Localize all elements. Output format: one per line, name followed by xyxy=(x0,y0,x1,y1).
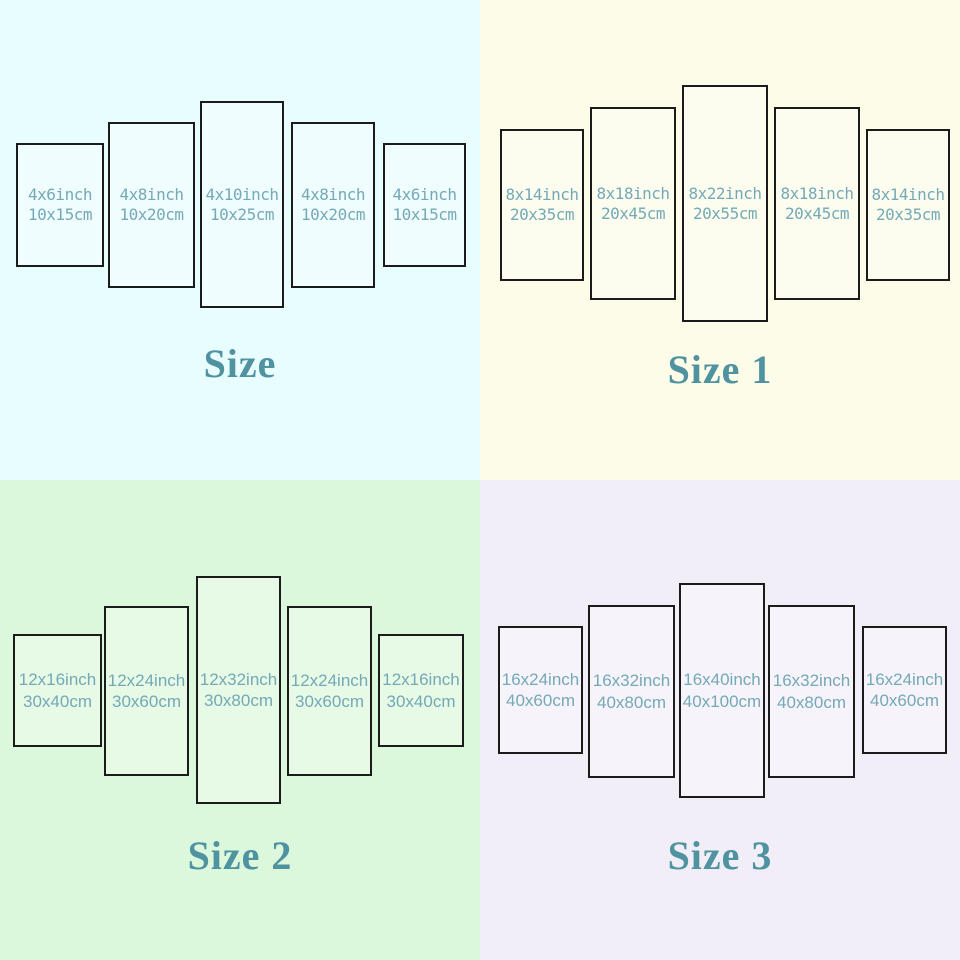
panel-size-cm: 10x25cm xyxy=(210,204,274,224)
panel-size-inch: 16x32inch xyxy=(592,671,671,691)
canvas-panel: 12x32inch 30x80cm xyxy=(196,576,281,804)
canvas-panel: 16x24inch 40x60cm xyxy=(862,626,947,754)
canvas-panel: 4x8inch 10x20cm xyxy=(291,122,375,288)
panel-size-cm: 20x55cm xyxy=(693,203,757,223)
panel-size-cm: 20x45cm xyxy=(785,203,849,223)
canvas-panel: 4x8inch 10x20cm xyxy=(108,122,195,288)
quadrant-title: Size 1 xyxy=(667,347,773,392)
panel-size-label: 4x10inch 10x25cm xyxy=(205,184,279,225)
canvas-panel: 8x14inch 20x35cm xyxy=(500,129,584,281)
panel-size-inch: 12x32inch xyxy=(199,669,278,689)
canvas-panel: 8x22inch 20x55cm xyxy=(682,85,768,322)
panel-size-cm: 20x35cm xyxy=(876,205,940,224)
panel-size-cm: 30x80cm xyxy=(204,691,273,710)
canvas-panel: 8x18inch 20x45cm xyxy=(774,107,860,300)
panel-size-inch: 4x6inch xyxy=(28,185,92,204)
panel-size-label: 8x14inch 20x35cm xyxy=(505,185,579,225)
panel-size-inch: 16x40inch xyxy=(683,670,761,690)
panel-size-cm: 40x100cm xyxy=(682,691,762,711)
panel-size-inch: 4x8inch xyxy=(301,185,365,204)
canvas-panel: 4x6inch 10x15cm xyxy=(383,143,466,267)
quadrant-size-1: 8x14inch 20x35cm 8x18inch 20x45cm 8x22in… xyxy=(480,0,960,480)
panel-size-label: 12x32inch 30x80cm xyxy=(200,669,278,712)
panel-size-inch: 4x8inch xyxy=(119,185,184,204)
canvas-panel: 16x24inch 40x60cm xyxy=(498,626,583,754)
panel-size-inch: 12x24inch xyxy=(107,670,186,690)
canvas-panel: 12x16inch 30x40cm xyxy=(378,634,464,747)
panel-size-cm: 10x15cm xyxy=(28,205,92,224)
panel-size-inch: 12x24inch xyxy=(290,670,369,690)
canvas-panel: 4x10inch 10x25cm xyxy=(200,101,284,308)
panel-size-label: 16x24inch 40x60cm xyxy=(866,669,944,712)
panel-size-cm: 10x15cm xyxy=(392,205,457,224)
canvas-panel: 16x32inch 40x80cm xyxy=(588,605,675,778)
panel-size-label: 16x40inch 40x100cm xyxy=(683,669,761,712)
panel-size-label: 4x6inch 10x15cm xyxy=(393,185,457,225)
panel-size-cm: 10x20cm xyxy=(119,205,184,224)
canvas-panel: 8x18inch 20x45cm xyxy=(590,107,676,300)
panel-size-label: 4x8inch 10x20cm xyxy=(120,185,184,225)
panel-size-inch: 8x14inch xyxy=(505,185,579,204)
panel-size-cm: 40x60cm xyxy=(506,691,575,710)
panel-size-label: 12x16inch 30x40cm xyxy=(19,669,97,712)
panel-size-label: 16x32inch 40x80cm xyxy=(593,670,671,713)
panel-size-cm: 20x45cm xyxy=(601,203,665,223)
panel-size-inch: 8x14inch xyxy=(871,185,945,204)
panel-size-label: 16x32inch 40x80cm xyxy=(773,670,851,713)
canvas-panel: 16x40inch 40x100cm xyxy=(679,583,765,798)
panel-size-inch: 16x24inch xyxy=(865,669,944,689)
panel-size-label: 8x18inch 20x45cm xyxy=(780,183,854,224)
quadrant-size-2: 12x16inch 30x40cm 12x24inch 30x60cm 12x3… xyxy=(0,480,480,960)
quadrant-title: Size 3 xyxy=(667,833,773,878)
panel-size-cm: 40x80cm xyxy=(777,692,846,712)
panel-size-label: 12x24inch 30x60cm xyxy=(291,670,369,713)
canvas-panel: 16x32inch 40x80cm xyxy=(768,605,855,778)
panel-size-cm: 40x60cm xyxy=(870,691,939,710)
panel-size-inch: 16x24inch xyxy=(501,669,580,689)
canvas-panel: 12x16inch 30x40cm xyxy=(13,634,102,747)
panel-size-inch: 16x32inch xyxy=(772,671,851,691)
canvas-panel: 12x24inch 30x60cm xyxy=(104,606,189,776)
panel-size-cm: 40x80cm xyxy=(597,692,666,712)
quadrant-size: 4x6inch 10x15cm 4x8inch 10x20cm 4x10inch… xyxy=(0,0,480,480)
panel-size-cm: 10x20cm xyxy=(301,205,365,224)
panel-size-cm: 20x35cm xyxy=(510,205,574,224)
panel-size-inch: 12x16inch xyxy=(382,670,460,690)
panel-size-inch: 8x18inch xyxy=(596,183,670,203)
panel-size-label: 8x18inch 20x45cm xyxy=(596,183,670,224)
panel-size-cm: 30x40cm xyxy=(386,691,456,711)
panel-size-label: 8x14inch 20x35cm xyxy=(871,185,945,225)
canvas-panel: 12x24inch 30x60cm xyxy=(287,606,372,776)
panel-size-label: 4x8inch 10x20cm xyxy=(301,185,365,225)
quadrant-title: Size xyxy=(203,341,277,386)
panel-size-label: 16x24inch 40x60cm xyxy=(502,669,580,712)
panel-size-inch: 8x18inch xyxy=(780,183,854,203)
panel-size-cm: 30x60cm xyxy=(112,692,181,711)
canvas-panel: 4x6inch 10x15cm xyxy=(16,143,104,267)
panel-size-inch: 8x22inch xyxy=(688,183,762,203)
canvas-panel: 8x14inch 20x35cm xyxy=(866,129,950,281)
quadrant-title: Size 2 xyxy=(187,833,293,878)
quadrant-size-3: 16x24inch 40x60cm 16x32inch 40x80cm 16x4… xyxy=(480,480,960,960)
panel-size-cm: 30x60cm xyxy=(295,692,364,711)
panel-size-cm: 30x40cm xyxy=(23,691,92,711)
panel-size-label: 12x16inch 30x40cm xyxy=(382,669,460,712)
panel-size-label: 8x22inch 20x55cm xyxy=(688,183,762,224)
panel-size-inch: 4x10inch xyxy=(205,184,279,204)
panel-size-label: 4x6inch 10x15cm xyxy=(28,185,92,225)
panel-size-inch: 4x6inch xyxy=(392,185,457,204)
panel-size-label: 12x24inch 30x60cm xyxy=(108,670,186,713)
panel-size-inch: 12x16inch xyxy=(18,670,97,690)
